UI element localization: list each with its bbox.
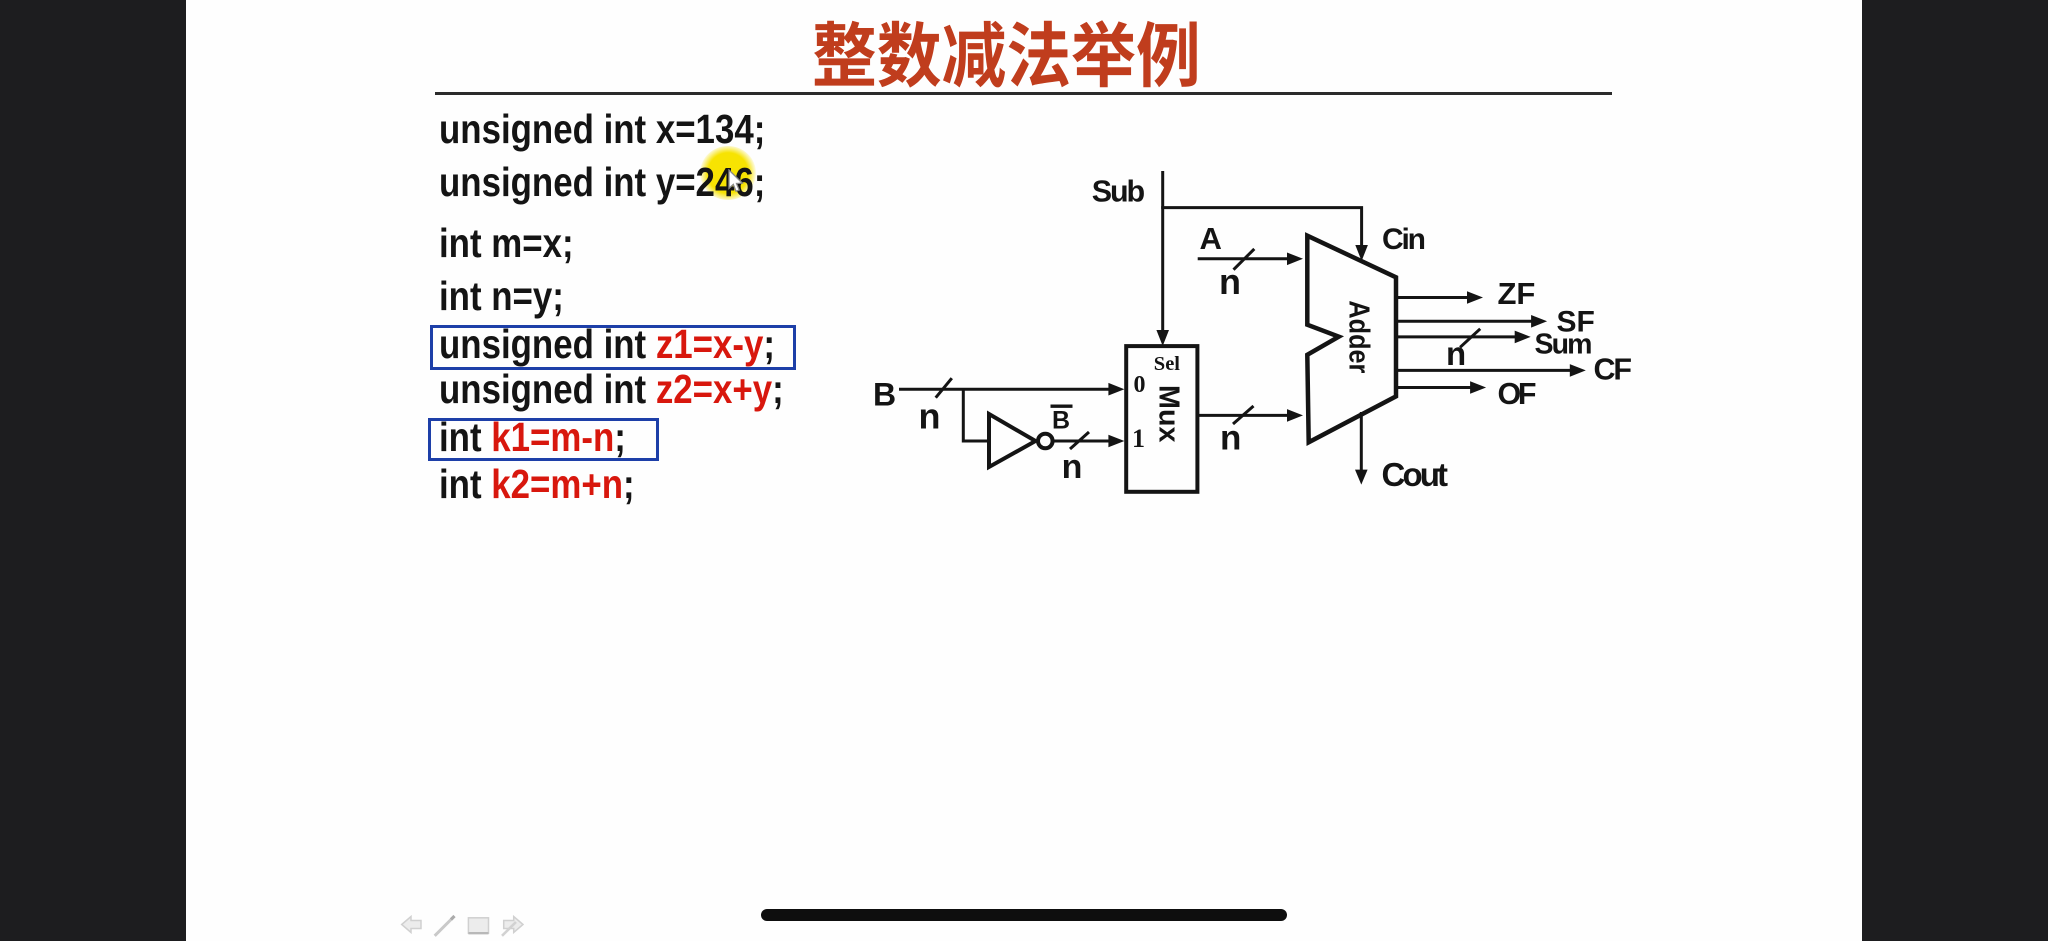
svg-text:ZF: ZF [1498,276,1536,311]
svg-text:SF: SF [1557,306,1595,339]
svg-text:0: 0 [1134,372,1146,398]
svg-text:n: n [1220,419,1241,458]
svg-text:Cout: Cout [1382,456,1449,493]
svg-text:B: B [1052,407,1070,435]
svg-text:A: A [1200,221,1222,256]
svg-text:n: n [919,396,941,437]
svg-text:n: n [1219,261,1241,302]
svg-text:Sub: Sub [1092,175,1146,209]
svg-text:Mux: Mux [1153,385,1185,443]
svg-text:CF: CF [1594,352,1633,386]
svg-text:n: n [1446,335,1466,372]
svg-text:OF: OF [1498,377,1537,411]
svg-text:Adder: Adder [1343,300,1375,373]
svg-text:n: n [1062,448,1083,486]
svg-text:1: 1 [1132,424,1145,453]
svg-text:Sel: Sel [1154,353,1181,375]
svg-text:B: B [873,377,896,413]
svg-text:Sum: Sum [1535,328,1593,360]
svg-text:Cin: Cin [1382,223,1426,256]
